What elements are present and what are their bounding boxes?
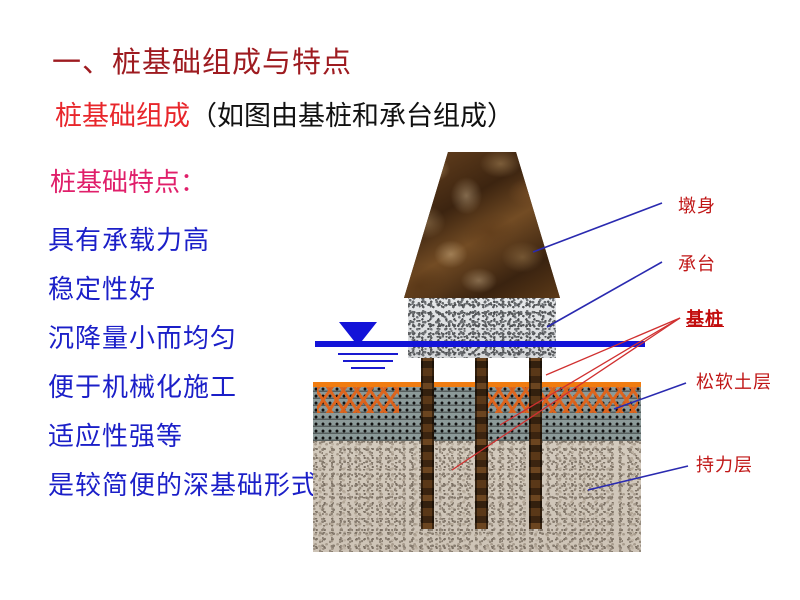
pile-shaft-1 — [421, 358, 434, 529]
feature-item-5: 适应性强等 — [48, 422, 184, 452]
pile-shaft-3 — [529, 358, 542, 529]
subtitle-red-part: 桩基础组成 — [55, 101, 190, 132]
callout-label-cap: 承台 — [678, 254, 716, 275]
water-table-tick-3 — [351, 367, 385, 369]
leader-line-soft-soil — [613, 382, 687, 410]
subtitle-black-part: （如图由基桩和承台组成） — [190, 101, 514, 132]
callout-label-pier: 墩身 — [678, 196, 716, 217]
fill-hatch-left — [317, 387, 399, 413]
leader-line-pier — [532, 202, 663, 253]
features-heading: 桩基础特点： — [50, 168, 207, 198]
water-table-tick-1 — [338, 353, 398, 355]
water-table-line — [315, 341, 645, 347]
leader-line-pile-2 — [499, 317, 681, 426]
feature-item-1: 具有承载力高 — [48, 226, 211, 256]
feature-item-6: 是较简便的深基础形式 — [48, 471, 319, 501]
bearing-layer-block — [313, 441, 641, 552]
leader-line-cap — [546, 261, 663, 328]
leader-line-pile-3 — [451, 317, 681, 471]
callout-label-pile: 基桩 — [686, 309, 724, 330]
feature-item-2: 稳定性好 — [48, 275, 157, 305]
fill-hatch-right — [486, 387, 638, 413]
leader-line-pile-1 — [545, 317, 681, 376]
subtitle-row: 桩基础组成（如图由基桩和承台组成） — [55, 103, 514, 130]
pile-shaft-2 — [475, 358, 488, 529]
page-title: 一、桩基础组成与特点 — [52, 45, 353, 79]
feature-item-3: 沉降量小而均匀 — [48, 324, 238, 354]
callout-label-bearing: 持力层 — [696, 455, 753, 476]
feature-item-4: 便于机械化施工 — [48, 373, 238, 403]
pile-cap-block — [408, 296, 556, 358]
callout-label-soft-soil: 松软土层 — [696, 372, 772, 393]
leader-line-bearing — [587, 465, 689, 491]
water-table-tick-2 — [343, 360, 393, 362]
